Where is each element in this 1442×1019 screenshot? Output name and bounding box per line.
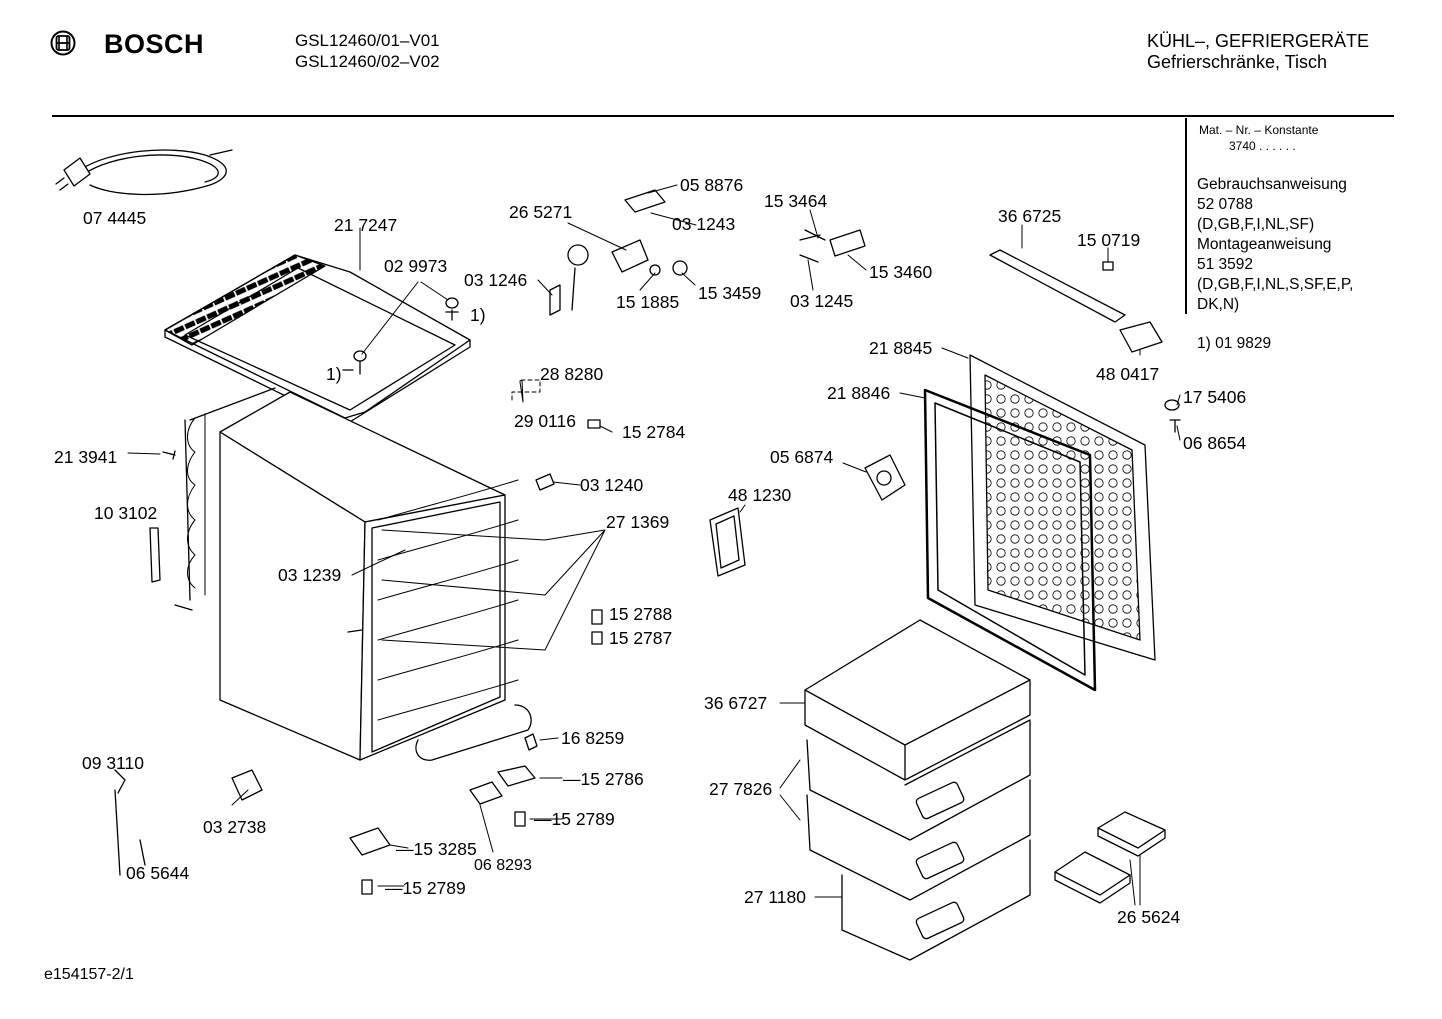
part-label: 15 3460 <box>869 262 933 282</box>
power-cord <box>56 150 232 194</box>
footnote-marker: 1) <box>326 364 342 384</box>
part-label: 07 4445 <box>83 208 147 228</box>
part-label: 21 7247 <box>334 215 398 235</box>
part-label: 36 6727 <box>704 693 768 713</box>
part-label: 48 0417 <box>1096 364 1160 384</box>
part-label: 03 1239 <box>278 565 342 585</box>
footnote-marker: 1) <box>470 305 486 325</box>
cold-packs <box>1055 812 1165 903</box>
part-label: —15 2789 <box>385 878 466 898</box>
info-line: 52 0788 <box>1197 196 1254 213</box>
category-subtitle: Gefrierschränke, Tisch <box>1147 52 1328 72</box>
cabinet-body <box>175 388 505 760</box>
info-line: 51 3592 <box>1197 256 1254 273</box>
part-label: 03 1243 <box>672 214 736 234</box>
part-label: 15 0719 <box>1077 230 1141 250</box>
part-label: 28 8280 <box>540 364 604 384</box>
part-label: 03 1246 <box>464 270 528 290</box>
part-label: 06 5644 <box>126 863 190 883</box>
part-label: 27 1180 <box>744 887 806 907</box>
part-label: 15 2787 <box>609 628 673 648</box>
mat-nr-value: 3740 . . . . . . <box>1229 139 1296 153</box>
info-line: (D,GB,F,I,NL,SF) <box>1197 216 1315 233</box>
part-label: 06 8654 <box>1183 433 1247 453</box>
door-assembly <box>925 355 1155 690</box>
info-line: DK,N) <box>1197 296 1240 313</box>
drawers <box>805 620 1030 960</box>
part-label: 48 1230 <box>728 485 792 505</box>
part-label: 15 1885 <box>616 292 680 312</box>
model-number-1: GSL12460/01–V01 <box>295 31 440 50</box>
part-label: —15 2789 <box>534 809 615 829</box>
model-number-2: GSL12460/02–V02 <box>295 52 440 71</box>
part-label: 15 2788 <box>609 604 673 624</box>
part-label: —15 3285 <box>396 839 477 859</box>
part-label: 36 6725 <box>998 206 1062 226</box>
bosch-logo <box>50 30 76 56</box>
info-line: Gebrauchsanweisung <box>1197 176 1347 193</box>
part-label: 15 2784 <box>622 422 686 442</box>
misc-parts <box>115 190 1180 894</box>
part-label: 29 0116 <box>514 411 576 431</box>
info-line: Montageanweisung <box>1197 236 1332 253</box>
condenser-coil <box>188 414 206 595</box>
part-label: 27 7826 <box>709 779 773 799</box>
part-label: 21 3941 <box>54 447 118 467</box>
part-label: 03 2738 <box>203 817 267 837</box>
part-label: 17 5406 <box>1183 387 1247 407</box>
part-label: 16 8259 <box>561 728 625 748</box>
part-label: 02 9973 <box>384 256 448 276</box>
info-divider <box>1185 118 1187 314</box>
part-label: 05 8876 <box>680 175 744 195</box>
part-label: —15 2786 <box>563 769 644 789</box>
part-label: 03 1240 <box>580 475 644 495</box>
leader-lines <box>128 185 1180 905</box>
drawing-code: e154157-2/1 <box>44 966 134 983</box>
brand-name: BOSCH <box>104 29 205 59</box>
part-label: 05 6874 <box>770 447 834 467</box>
part-label: 21 8845 <box>869 338 933 358</box>
part-label: 15 3464 <box>764 191 828 211</box>
part-label: 10 3102 <box>94 503 158 523</box>
part-label: 09 3110 <box>82 753 144 773</box>
info-line: (D,GB,F,I,NL,S,SF,E,P, <box>1197 276 1354 293</box>
part-label: 21 8846 <box>827 383 891 403</box>
part-label: 26 5271 <box>509 202 573 222</box>
evaporator-shelves <box>378 480 545 720</box>
top-cover <box>165 255 470 425</box>
mat-nr-label: Mat. – Nr. – Konstante <box>1199 123 1319 137</box>
part-label: 03 1245 <box>790 291 854 311</box>
small-fasteners <box>163 298 458 459</box>
part-label: 06 8293 <box>474 857 532 874</box>
part-label: 15 3459 <box>698 283 762 303</box>
header-divider <box>52 115 1394 117</box>
part-label: 27 1369 <box>606 512 670 532</box>
category-title: KÜHL–, GEFRIERGERÄTE <box>1147 31 1370 51</box>
part-label: 26 5624 <box>1117 907 1181 927</box>
footnote: 1) 01 9829 <box>1197 335 1272 352</box>
top-trim <box>990 250 1162 352</box>
